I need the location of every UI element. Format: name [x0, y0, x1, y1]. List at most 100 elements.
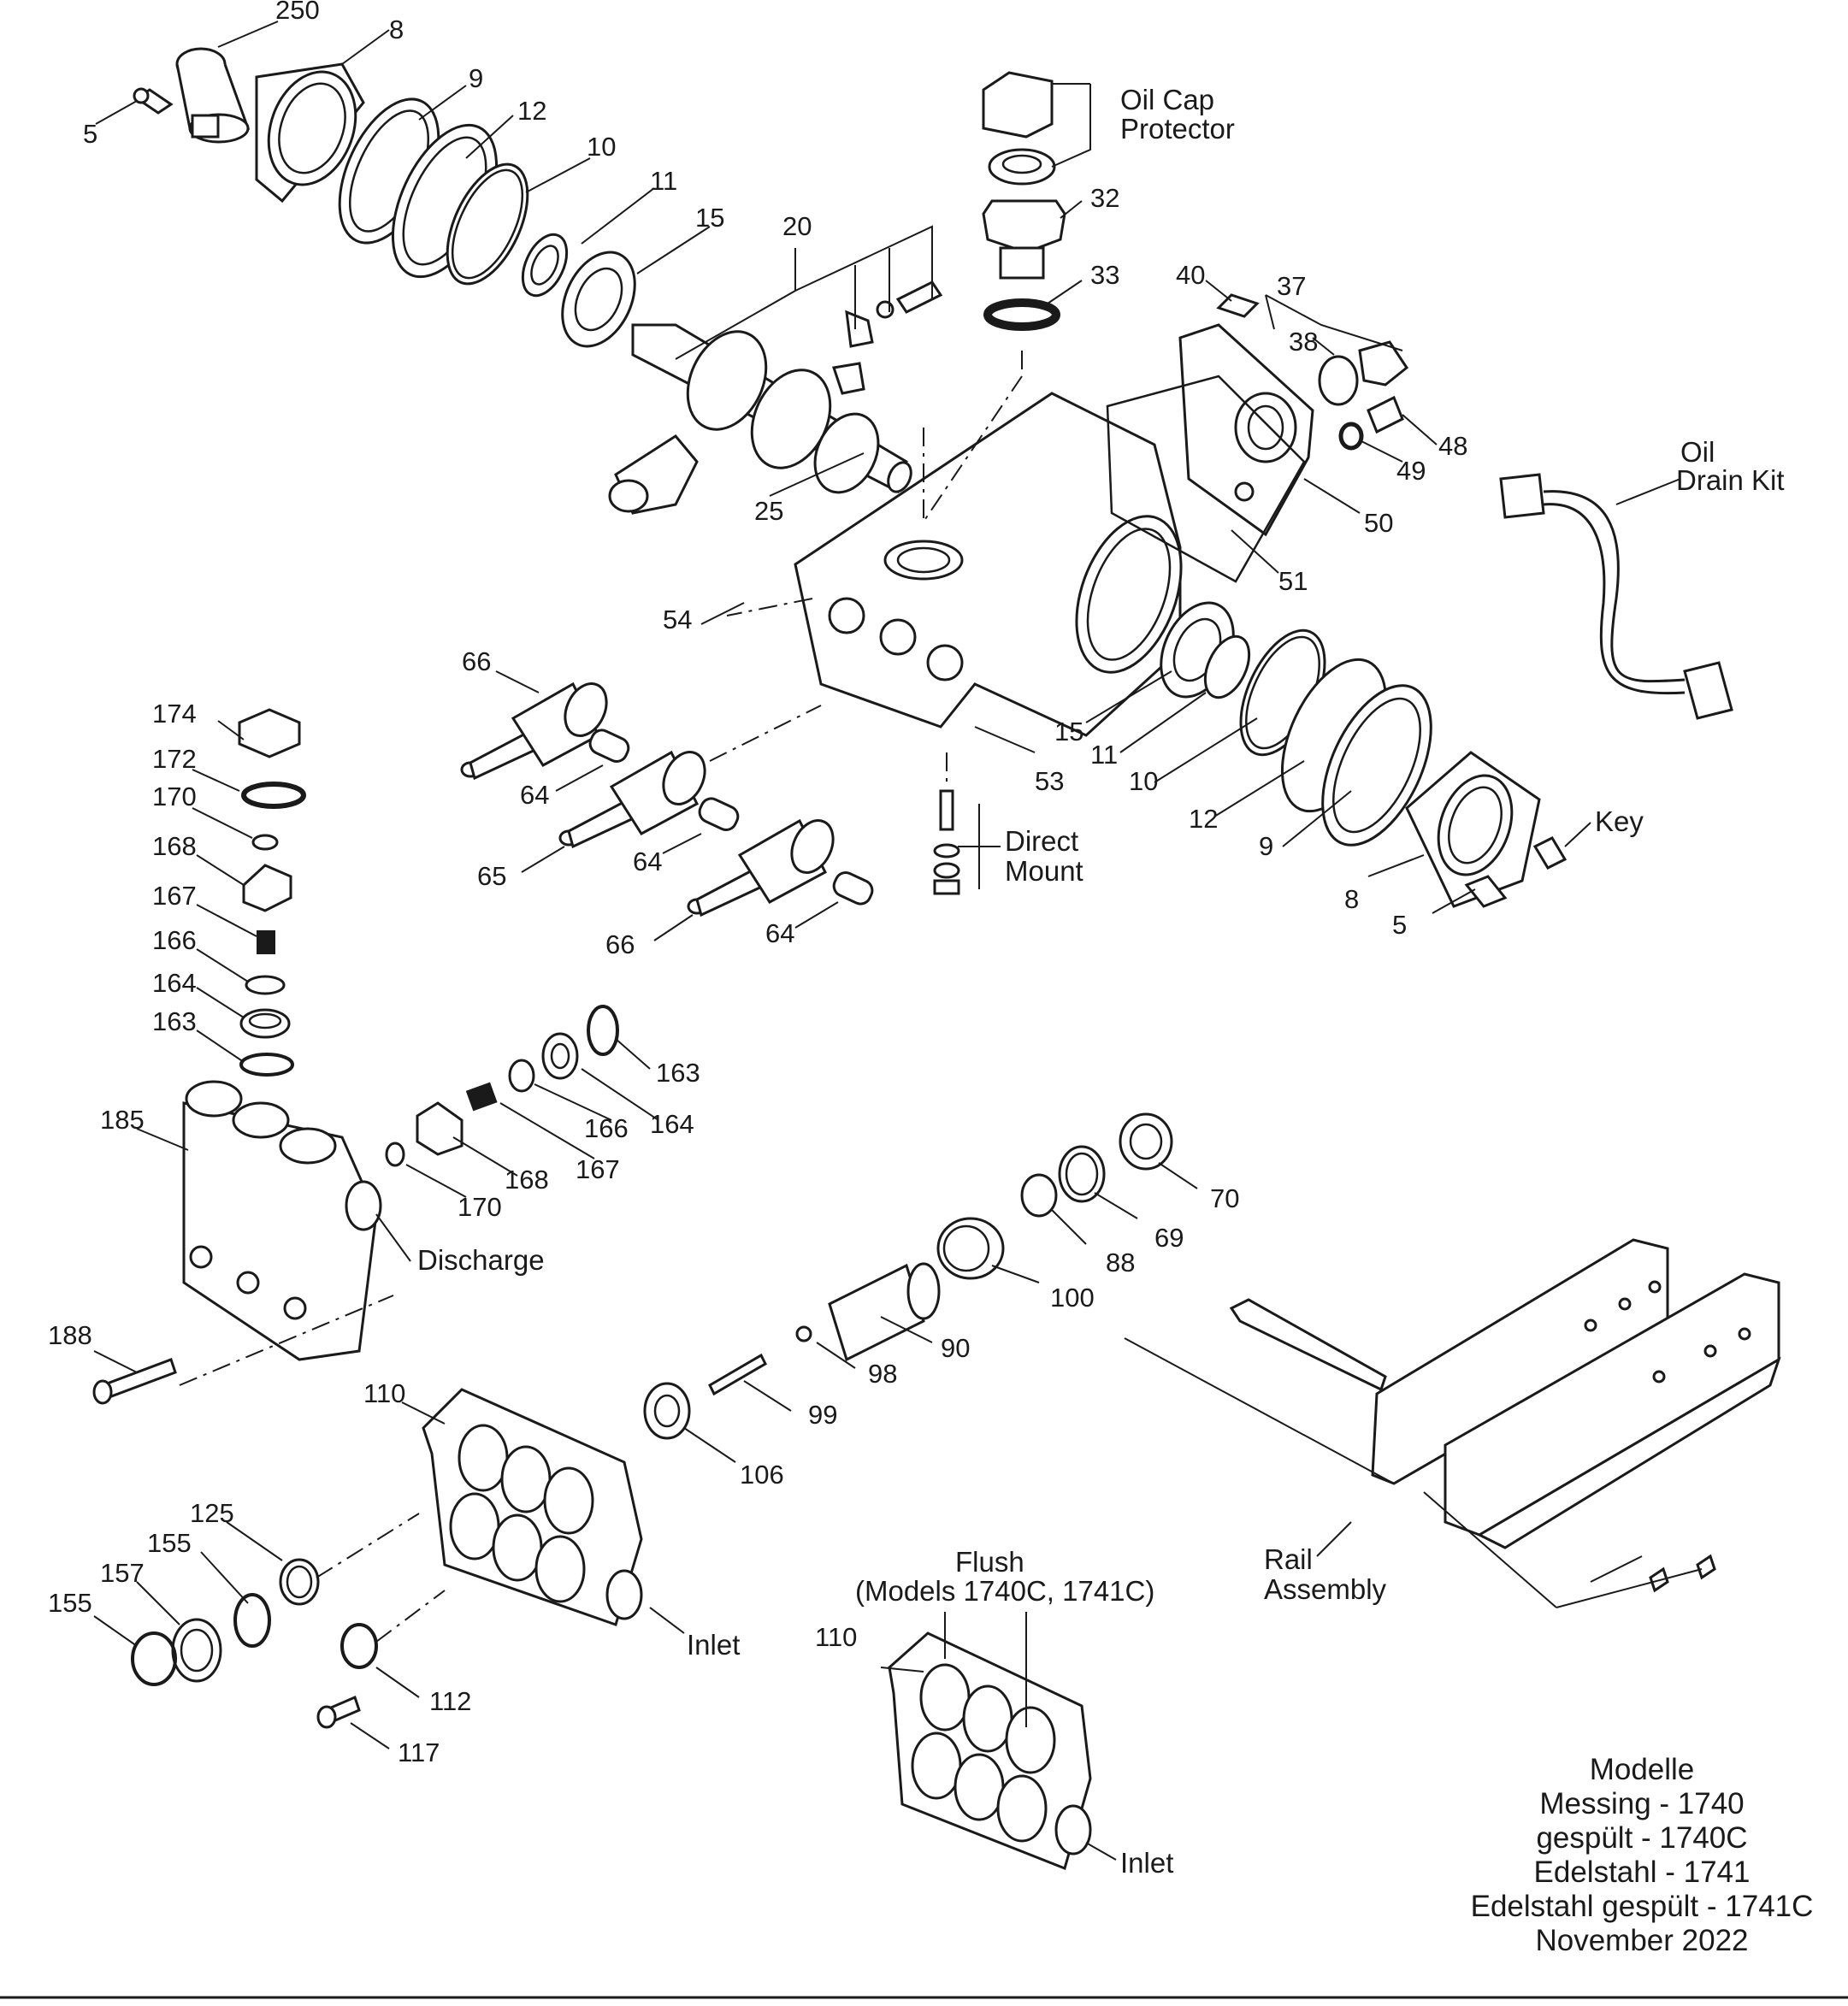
label-100: 100 — [1050, 1283, 1095, 1313]
models-date: November 2022 — [1535, 1924, 1749, 1957]
label-157: 157 — [100, 1558, 145, 1588]
label-69: 69 — [1154, 1223, 1184, 1253]
part-labels: 250 8 5 9 12 10 11 15 20 25 32 33 40 37 … — [48, 0, 1467, 1767]
label-168-left: 168 — [152, 831, 197, 861]
label-70: 70 — [1210, 1183, 1239, 1213]
label-12-right: 12 — [1189, 804, 1218, 834]
oil-cap-protector — [982, 71, 1056, 186]
label-88: 88 — [1106, 1248, 1135, 1277]
direct-mount-label-line1: Direct — [1005, 825, 1078, 857]
flush-label-line2: (Models 1740C, 1741C) — [855, 1575, 1154, 1607]
direct-mount-label-line2: Mount — [1005, 855, 1083, 887]
label-48: 48 — [1438, 431, 1467, 461]
inlet-label-b: Inlet — [1120, 1847, 1173, 1879]
inlet-manifold-110-b — [888, 1631, 1092, 1871]
models-legend: Modelle Messing - 1740 gespült - 1740C E… — [1445, 1753, 1839, 1958]
valve-stack-left — [238, 708, 306, 1077]
label-166-left: 166 — [152, 925, 197, 955]
label-166-right: 166 — [584, 1113, 629, 1143]
oil-cap-label-line2: Protector — [1120, 113, 1235, 145]
label-125: 125 — [190, 1498, 234, 1528]
key — [1532, 836, 1568, 870]
label-49: 49 — [1396, 456, 1426, 486]
inlet-label-a: Inlet — [687, 1629, 740, 1661]
label-11-top: 11 — [650, 166, 677, 196]
bearing-cover-8-right — [1405, 751, 1541, 908]
label-50: 50 — [1364, 508, 1393, 538]
rail-label-line1: Rail — [1264, 1543, 1313, 1575]
bolt-188 — [92, 1358, 177, 1405]
discharge-manifold-185 — [182, 1080, 382, 1361]
label-170-left: 170 — [152, 782, 197, 811]
pins-64 — [588, 729, 874, 906]
notes: Oil Cap Protector Oil Drain Kit Direct M… — [417, 84, 1785, 1879]
models-line-1: Messing - 1740 — [1539, 1787, 1745, 1820]
label-164-right: 164 — [650, 1109, 694, 1139]
label-185: 185 — [100, 1105, 145, 1135]
label-188: 188 — [48, 1320, 92, 1350]
label-65: 65 — [477, 861, 506, 891]
bearing-15-top — [561, 251, 636, 348]
seal-11-right — [1203, 634, 1251, 699]
gasket-51 — [1106, 375, 1306, 583]
label-155-b: 155 — [48, 1588, 92, 1618]
label-99: 99 — [808, 1400, 837, 1430]
label-110-a: 110 — [363, 1378, 405, 1408]
bolt-117 — [316, 1695, 361, 1729]
rail-assembly — [1229, 1238, 1781, 1593]
oil-drain-label-line2: Drain Kit — [1676, 464, 1785, 496]
key-label: Key — [1595, 805, 1644, 837]
oil-cap-label-line1: Oil Cap — [1120, 84, 1214, 115]
label-11-right: 11 — [1090, 740, 1118, 770]
oil-drain-kit — [1499, 473, 1733, 720]
label-172: 172 — [152, 744, 197, 774]
label-33: 33 — [1090, 260, 1119, 290]
oil-cap-32 — [982, 199, 1066, 280]
models-line-2: gespült - 1740C — [1536, 1821, 1748, 1855]
plunger-seal-stack — [643, 1112, 1173, 1440]
o-ring-33 — [983, 298, 1060, 331]
bolt-5-top — [133, 87, 174, 115]
label-167-left: 167 — [152, 881, 197, 911]
label-90: 90 — [941, 1333, 970, 1363]
inlet-manifold-110-a — [422, 1388, 643, 1626]
label-40: 40 — [1176, 260, 1205, 290]
label-250: 250 — [275, 0, 320, 25]
label-98: 98 — [868, 1359, 897, 1389]
label-8-right: 8 — [1344, 884, 1359, 914]
leader-lines — [93, 21, 1681, 1861]
label-112: 112 — [429, 1686, 471, 1716]
label-8-top: 8 — [389, 15, 404, 44]
label-110-b: 110 — [815, 1622, 857, 1652]
crankcase — [794, 392, 1183, 737]
rail-label-line2: Assembly — [1264, 1573, 1387, 1605]
label-53: 53 — [1035, 766, 1064, 796]
label-12-top: 12 — [517, 96, 546, 126]
bolt-40 — [1216, 293, 1260, 318]
label-66-b: 66 — [605, 929, 635, 959]
plunger-66-b — [687, 818, 835, 917]
label-37: 37 — [1277, 271, 1306, 301]
label-51: 51 — [1278, 566, 1308, 596]
label-5-top: 5 — [83, 119, 97, 149]
o-ring-10-top — [446, 162, 529, 286]
direct-mount-stud — [933, 789, 960, 895]
bearing-cover-250 — [175, 47, 251, 144]
plug-37-38-48-49 — [1318, 340, 1409, 451]
models-line-3: Edelstahl - 1741 — [1533, 1856, 1751, 1889]
label-32: 32 — [1090, 183, 1119, 213]
gasket-12-9-right — [1280, 658, 1432, 847]
assembly-lines — [179, 351, 1703, 1643]
label-174: 174 — [152, 699, 197, 729]
label-66-a: 66 — [462, 646, 491, 676]
discharge-label: Discharge — [417, 1244, 545, 1276]
models-line-4: Edelstahl gespült - 1741C — [1470, 1890, 1814, 1923]
label-64-a: 64 — [520, 780, 549, 810]
label-9-top: 9 — [469, 63, 483, 93]
label-10-top: 10 — [587, 132, 616, 162]
bolt-5-right — [1464, 875, 1508, 908]
label-54: 54 — [663, 605, 692, 634]
label-64-b: 64 — [633, 847, 662, 876]
